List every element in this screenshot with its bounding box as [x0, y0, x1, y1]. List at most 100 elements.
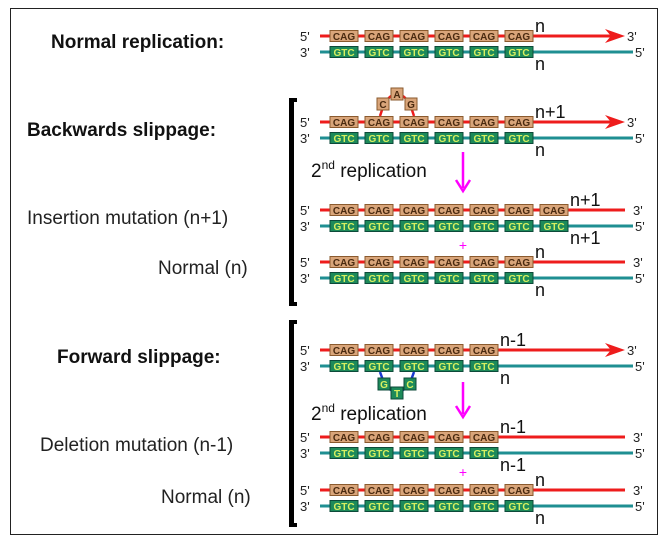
arrow-down-forward	[454, 382, 472, 420]
three-prime-label: 3'	[633, 255, 643, 270]
svg-text:GTC: GTC	[403, 222, 424, 233]
label-normal-n-backwards: Normal (n)	[158, 258, 248, 279]
cag-codon-block: CAG	[399, 116, 429, 129]
plus-sign-backwards: +	[459, 237, 467, 253]
repeat-count-top: n+1	[535, 102, 566, 122]
gtc-codon-block: GTC	[329, 220, 359, 233]
svg-text:GTC: GTC	[333, 48, 354, 59]
repeat-count-bottom: n	[535, 508, 545, 528]
svg-text:CAG: CAG	[333, 32, 355, 43]
svg-text:GTC: GTC	[333, 449, 354, 460]
svg-text:CAG: CAG	[333, 433, 355, 444]
repeat-count-bottom: n	[535, 140, 545, 160]
cag-codon-block: CAG	[329, 116, 359, 129]
repeat-count-top: n	[535, 242, 545, 262]
gtc-codon-block: GTC	[504, 220, 534, 233]
svg-text:CAG: CAG	[333, 258, 355, 269]
svg-text:CAG: CAG	[438, 32, 460, 43]
five-prime-label: 5'	[635, 271, 645, 286]
loop-base-block: C	[403, 377, 417, 391]
gtc-codon-block: GTC	[434, 447, 464, 460]
gtc-codon-block: GTC	[399, 447, 429, 460]
svg-text:CAG: CAG	[508, 258, 530, 269]
svg-text:GTC: GTC	[508, 134, 529, 145]
gtc-codon-block: GTC	[329, 46, 359, 59]
svg-text:GTC: GTC	[508, 502, 529, 513]
svg-text:CAG: CAG	[438, 118, 460, 129]
gtc-codon-block: GTC	[469, 46, 499, 59]
three-prime-label: 3'	[300, 446, 310, 461]
bracket-backwards	[289, 98, 297, 306]
svg-text:CAG: CAG	[368, 433, 390, 444]
svg-text:GTC: GTC	[403, 449, 424, 460]
svg-text:CAG: CAG	[403, 346, 425, 357]
svg-text:CAG: CAG	[403, 486, 425, 497]
five-prime-label: 5'	[300, 430, 310, 445]
cag-codon-block: CAG	[329, 204, 359, 217]
svg-text:GTC: GTC	[403, 48, 424, 59]
cag-codon-block: CAG	[504, 256, 534, 269]
slippage-loop: CAG	[376, 87, 418, 117]
cag-codon-block: CAG	[434, 431, 464, 444]
gtc-codon-block: GTC	[504, 500, 534, 513]
cag-codon-block: CAG	[399, 484, 429, 497]
cag-codon-block: CAG	[329, 484, 359, 497]
svg-text:CAG: CAG	[368, 32, 390, 43]
gtc-codon-block: GTC	[364, 132, 394, 145]
gtc-codon-block: GTC	[399, 46, 429, 59]
cag-codon-block: CAG	[364, 484, 394, 497]
repeat-count-bottom: n+1	[570, 228, 601, 248]
cag-codon-block: CAG	[469, 116, 499, 129]
svg-text:G: G	[380, 380, 388, 391]
cag-codon-block: CAG	[469, 256, 499, 269]
cag-codon-block: CAG	[504, 484, 534, 497]
cag-codon-block: CAG	[469, 204, 499, 217]
loop-base-block: G	[377, 377, 391, 391]
svg-text:GTC: GTC	[333, 362, 354, 373]
svg-text:GTC: GTC	[438, 48, 459, 59]
bracket-forward	[289, 320, 297, 527]
gtc-codon-block: GTC	[434, 272, 464, 285]
repeat-count-bottom: n-1	[500, 455, 526, 475]
svg-text:GTC: GTC	[333, 222, 354, 233]
svg-text:GTC: GTC	[473, 449, 494, 460]
svg-text:CAG: CAG	[403, 118, 425, 129]
gtc-codon-block: GTC	[364, 46, 394, 59]
gtc-codon-block: GTC	[399, 360, 429, 373]
svg-text:CAG: CAG	[473, 118, 495, 129]
svg-text:CAG: CAG	[543, 206, 565, 217]
svg-text:GTC: GTC	[403, 502, 424, 513]
gtc-codon-block: GTC	[329, 272, 359, 285]
cag-codon-block: CAG	[329, 344, 359, 357]
loop-base-block: A	[390, 87, 404, 101]
cag-codon-block: CAG	[539, 204, 569, 217]
svg-text:CAG: CAG	[473, 258, 495, 269]
loop-base-block: G	[404, 97, 418, 111]
svg-text:GTC: GTC	[368, 222, 389, 233]
svg-text:GTC: GTC	[368, 48, 389, 59]
gtc-codon-block: GTC	[469, 220, 499, 233]
strand-arrowhead	[605, 29, 625, 43]
gtc-codon-block: GTC	[539, 220, 569, 233]
cag-codon-block: CAG	[364, 30, 394, 43]
three-prime-label: 3'	[300, 359, 310, 374]
gtc-codon-block: GTC	[434, 220, 464, 233]
replication-label-text: 2nd replication	[311, 158, 427, 182]
svg-text:GTC: GTC	[438, 362, 459, 373]
three-prime-label: 3'	[300, 219, 310, 234]
svg-text:CAG: CAG	[333, 346, 355, 357]
gtc-codon-block: GTC	[504, 132, 534, 145]
gtc-codon-block: GTC	[399, 272, 429, 285]
cag-codon-block: CAG	[434, 30, 464, 43]
svg-text:GTC: GTC	[473, 502, 494, 513]
label-backwards-slippage: Backwards slippage:	[27, 120, 217, 141]
cag-codon-block: CAG	[504, 30, 534, 43]
cag-codon-block: CAG	[364, 116, 394, 129]
svg-text:CAG: CAG	[508, 32, 530, 43]
svg-text:C: C	[379, 100, 386, 111]
repeat-count-top: n-1	[500, 330, 526, 350]
